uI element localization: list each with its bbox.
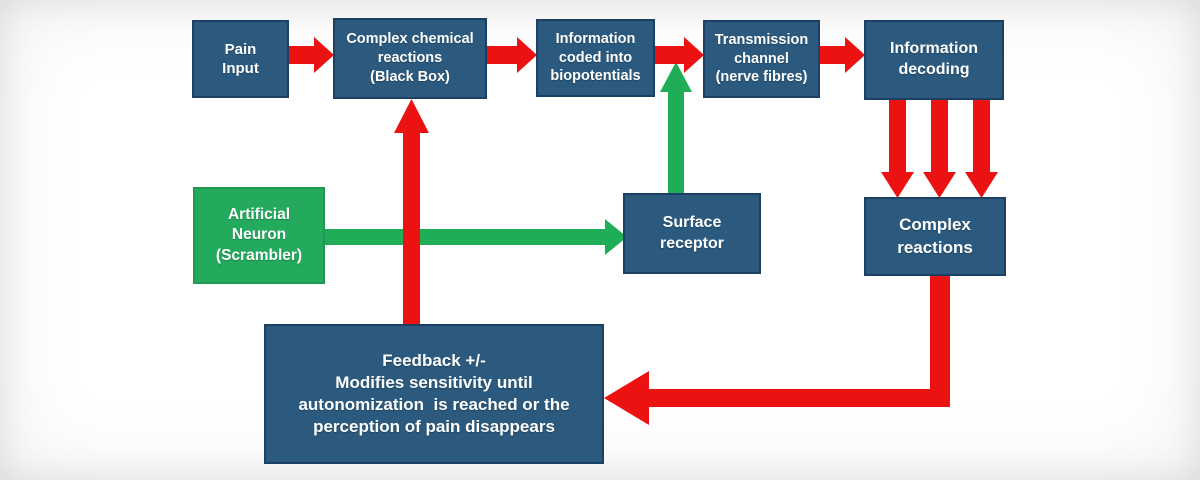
node-label-line: (nerve fibres)	[715, 69, 808, 86]
red-arrow-blackbox-to-biopotentials-head-icon	[517, 37, 537, 73]
node-transmission-channel: Transmission channel (nerve fibres)	[703, 20, 820, 98]
node-label-line: Transmission	[714, 31, 809, 48]
red-arrow-pain-to-blackbox-shaft	[288, 46, 314, 64]
node-label-line: Complex chemical	[346, 31, 474, 48]
red-arrow-biopotentials-to-transmission-shaft	[655, 46, 684, 64]
red-arrow-transmission-to-decoding-shaft	[820, 46, 845, 64]
node-label-line: autonomization is reached or the	[298, 395, 570, 414]
green-arrow-receptor-up-shaft	[668, 90, 684, 193]
red-arrow-feedback-to-blackbox-shaft	[403, 132, 420, 324]
red-arrow-decoding-down-1-head-icon	[881, 172, 914, 198]
node-label-line: Complex	[899, 215, 971, 235]
node-label-line: Neuron	[231, 226, 287, 244]
node-label-line: Modifies sensitivity until	[335, 372, 533, 392]
node-label-line: reactions	[377, 50, 443, 67]
red-arrow-complex-to-feedback-horizontal-shaft	[648, 389, 950, 407]
node-complex-chemical-reactions: Complex chemical reactions(Black Box)	[333, 18, 487, 99]
red-arrow-pain-to-blackbox-head-icon	[314, 37, 334, 73]
red-arrow-decoding-down-2-shaft	[931, 100, 948, 174]
red-arrow-transmission-to-decoding-head-icon	[845, 37, 865, 73]
node-label-line: Feedback +/-	[382, 350, 486, 370]
node-label-line: perception of pain disappears	[313, 417, 555, 437]
node-label-line: Surface	[662, 213, 722, 231]
node-label-line: Information	[890, 40, 978, 58]
node-label-line: Pain	[224, 40, 257, 58]
red-arrow-decoding-down-3-shaft	[973, 100, 990, 174]
node-surface-receptor: Surface receptor	[623, 193, 761, 274]
red-arrow-decoding-down-2-head-icon	[923, 172, 956, 198]
red-arrow-complex-to-feedback-vertical-shaft	[930, 276, 950, 407]
red-arrow-feedback-to-blackbox-head-icon	[394, 99, 429, 133]
red-arrow-decoding-down-3-head-icon	[965, 172, 998, 198]
node-feedback-modifies-sensitivity: Feedback +/-Modifies sensitivity until au…	[264, 324, 604, 464]
node-label-line: coded into	[558, 49, 633, 66]
red-arrow-biopotentials-to-transmission-head-icon	[684, 37, 704, 73]
node-label-line: receptor	[659, 234, 725, 252]
node-label-line: (Black Box)	[370, 68, 450, 85]
node-information-coded-biopotentials: Information coded into biopotentials	[536, 19, 655, 97]
node-label-line: biopotentials	[550, 68, 641, 85]
node-label-line: channel	[734, 50, 789, 67]
red-arrow-decoding-down-1-shaft	[889, 100, 906, 174]
node-label-line: reactions	[897, 237, 973, 257]
red-arrow-blackbox-to-biopotentials-shaft	[487, 46, 517, 64]
node-label-line: Information	[555, 30, 636, 47]
node-information-decoding: Information decoding	[864, 20, 1004, 100]
node-label-line: Input	[222, 60, 259, 77]
node-label-line: decoding	[898, 61, 970, 78]
red-arrow-complex-to-feedback-head-icon	[604, 371, 649, 425]
green-arrow-neuron-to-receptor-shaft	[325, 229, 605, 245]
node-label-line: (Scrambler)	[215, 246, 303, 264]
node-label-line: Artificial	[227, 206, 290, 224]
